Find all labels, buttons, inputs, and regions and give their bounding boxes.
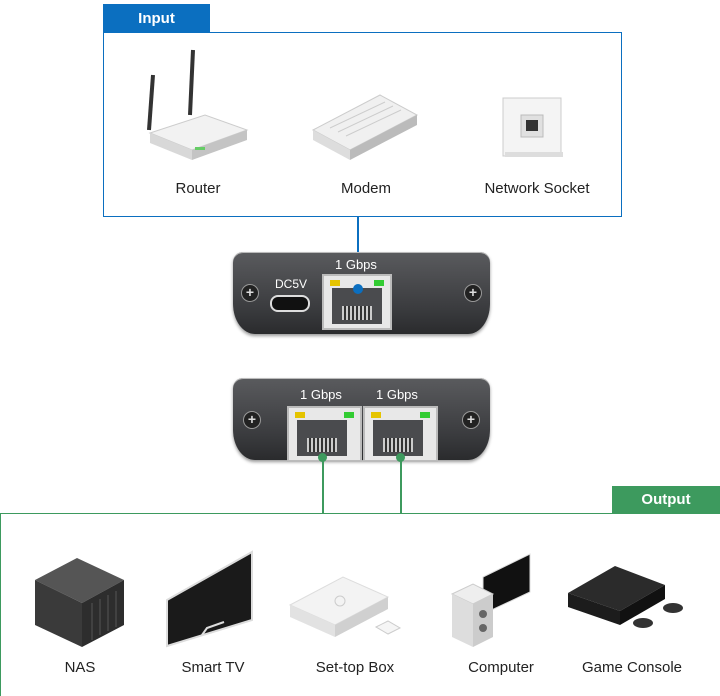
output-connection-dot-2 <box>396 453 405 462</box>
smart-tv-icon <box>166 550 253 648</box>
computer-label: Computer <box>468 659 534 676</box>
input-tab: Input <box>103 4 210 32</box>
usb-c-port-icon <box>270 295 310 312</box>
nas-label: NAS <box>64 659 96 676</box>
network-socket-label: Network Socket <box>484 180 590 197</box>
port-speed-label: 1 Gbps <box>335 257 377 272</box>
modem-icon <box>311 94 419 160</box>
game-console-label: Game Console <box>581 659 683 676</box>
input-adapter: + + DC5V 1 Gbps <box>233 252 490 334</box>
output-connection-line-2 <box>400 460 402 514</box>
output-box <box>0 513 720 696</box>
smart-tv-label: Smart TV <box>181 659 245 676</box>
set-top-box-label: Set-top Box <box>315 659 395 676</box>
set-top-box-icon <box>288 576 402 637</box>
router-label: Router <box>175 180 221 197</box>
router-icon <box>147 49 249 160</box>
ethernet-port-output-1[interactable] <box>287 406 362 462</box>
input-box <box>103 32 622 217</box>
network-socket-icon <box>502 97 563 157</box>
output-connection-line-1 <box>322 460 324 514</box>
screw-icon: + <box>464 284 482 302</box>
game-console-icon <box>568 566 683 628</box>
input-connection-dot <box>353 284 363 294</box>
computer-icon <box>450 553 531 647</box>
output-connection-dot-1 <box>318 453 327 462</box>
screw-icon: + <box>241 284 259 302</box>
output-tab: Output <box>612 486 720 513</box>
modem-label: Modem <box>340 180 392 197</box>
ethernet-port-input[interactable] <box>322 274 392 330</box>
screw-icon: + <box>243 411 261 429</box>
port-speed-label-2: 1 Gbps <box>376 387 418 402</box>
nas-icon <box>35 558 124 647</box>
power-label: DC5V <box>275 277 308 291</box>
output-adapter: + + 1 Gbps 1 Gbps <box>233 378 490 462</box>
screw-icon: + <box>462 411 480 429</box>
port-speed-label-1: 1 Gbps <box>300 387 342 402</box>
